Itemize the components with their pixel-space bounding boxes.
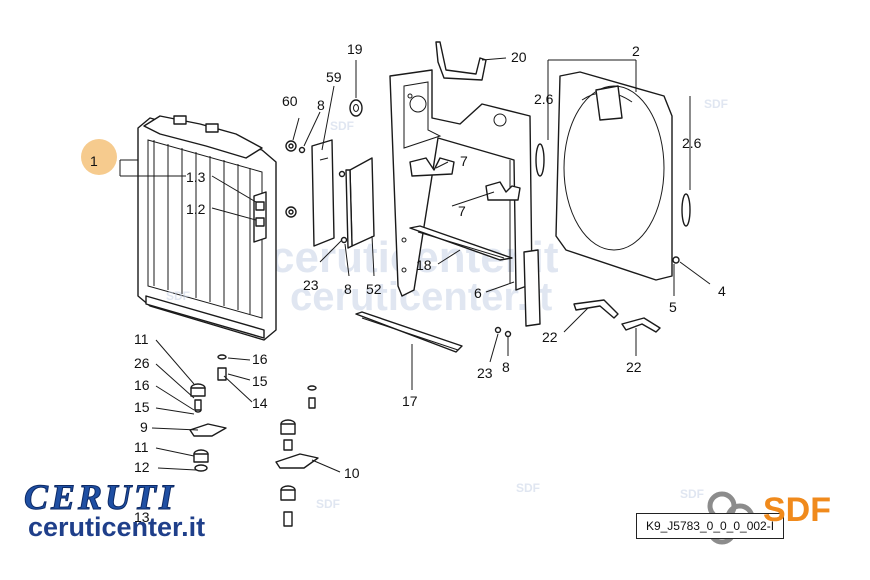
seal-18 (409, 225, 513, 261)
label-20: 20 (511, 49, 527, 65)
label-11b: 11 (134, 439, 149, 455)
label-8a: 8 (317, 97, 325, 113)
label-2-6a: 2.6 (534, 91, 554, 107)
label-4: 4 (718, 283, 726, 299)
label-23a: 23 (303, 277, 319, 293)
label-52: 52 (366, 281, 382, 297)
watermark-sdf-6: SDF (316, 497, 340, 511)
label-26: 26 (134, 355, 150, 371)
frame-6 (389, 69, 533, 297)
label-1-3: 1.3 (186, 169, 206, 185)
label-12: 12 (134, 459, 150, 475)
sdf-logo-text: SDF (763, 491, 831, 529)
label-7b: 7 (458, 203, 466, 219)
label-11a: 11 (134, 331, 149, 347)
label-14: 14 (252, 395, 268, 411)
label-1: 1 (90, 153, 98, 169)
rail-6 (523, 249, 541, 327)
bracket-52 (349, 157, 375, 247)
label-15b: 15 (252, 373, 268, 389)
ceruti-url: ceruticenter.it (28, 512, 206, 542)
hardware-mid (217, 354, 319, 527)
highlight-marker (81, 139, 117, 175)
label-60: 60 (282, 93, 298, 109)
mount-7b (485, 181, 521, 201)
label-16b: 16 (252, 351, 268, 367)
label-6: 6 (474, 285, 482, 301)
hardware-left (189, 383, 227, 472)
hose-22b (621, 317, 661, 333)
label-22a: 22 (542, 329, 558, 345)
bracket-59 (311, 139, 335, 247)
label-7a: 7 (460, 153, 468, 169)
label-8c: 8 (502, 359, 510, 375)
mount-7a (409, 157, 455, 177)
reference-code: K9_J5783_0_0_0_002-I (636, 513, 784, 539)
label-17: 17 (402, 393, 418, 409)
label-1-2: 1.2 (186, 201, 206, 217)
grommet-19 (349, 99, 363, 117)
label-18: 18 (416, 257, 432, 273)
label-5: 5 (669, 299, 677, 315)
label-23b: 23 (477, 365, 493, 381)
fan-shroud-2 (535, 71, 691, 281)
watermark-sdf-2: SDF (704, 97, 728, 111)
label-9: 9 (140, 419, 148, 435)
watermark-sdf-1: SDF (166, 289, 190, 303)
label-2: 2 (632, 43, 640, 59)
watermark-sdf-3: SDF (330, 119, 354, 133)
label-22b: 22 (626, 359, 642, 375)
label-2-6b: 2.6 (682, 135, 702, 151)
label-10: 10 (344, 465, 360, 481)
callout-labels: 1 1.3 1.2 60 8 59 19 20 2 2.6 2.6 7 7 18… (90, 41, 726, 525)
hose-22a (573, 299, 619, 319)
label-59: 59 (326, 69, 342, 85)
label-19: 19 (347, 41, 363, 57)
radiator-1 (137, 115, 277, 341)
label-13: 13 (134, 509, 150, 525)
watermark-sdf-5: SDF (680, 487, 704, 501)
ceruti-logo: CERUTI (23, 477, 177, 518)
hose-20 (435, 41, 487, 81)
label-16a: 16 (134, 377, 150, 393)
watermark-sdf-4: SDF (516, 481, 540, 495)
label-15a: 15 (134, 399, 150, 415)
leader-lines (119, 57, 711, 473)
label-8b: 8 (344, 281, 352, 297)
watermark-main-2: ceruticenter.it (290, 275, 552, 319)
